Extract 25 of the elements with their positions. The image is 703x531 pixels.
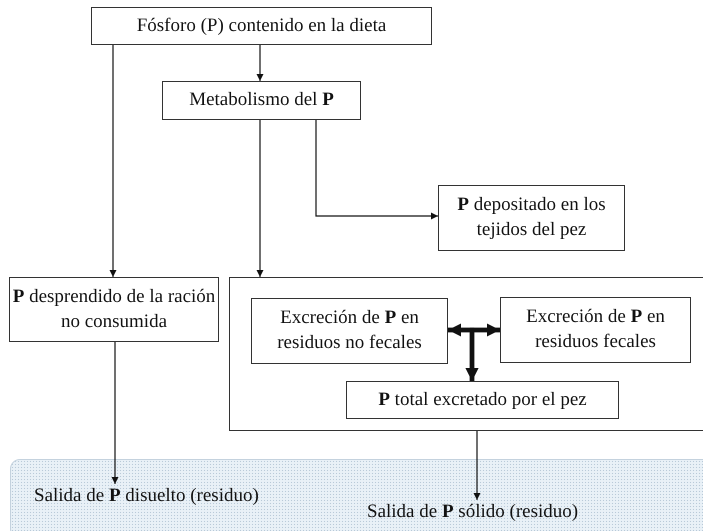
arrow [256,120,264,277]
process-box [438,185,625,251]
output-band [10,459,703,531]
arrow [110,45,116,277]
process-box [500,297,691,363]
arrow [474,431,480,500]
box-label: P total excretado por el pez [378,388,587,412]
box-label: P desprendido de la ración no consumida [12,284,216,334]
box-label: P depositado en los tejidos del pez [456,193,607,242]
arrow [466,328,500,381]
process-box [346,381,619,419]
arrow [256,45,264,81]
group-frame [229,277,703,431]
box-label: Excreción de P en residuos no fecales [276,306,423,355]
output-label: Salida de P disuelto (residuo) [34,484,259,509]
process-box [162,81,361,120]
process-box [9,277,219,342]
process-box [251,298,448,364]
box-label: Fósforo (P) contenido en la dieta [136,14,386,38]
box-label: Metabolismo del P [189,88,334,112]
arrow [315,120,438,220]
output-label: Salida de P sólido (residuo) [367,500,578,525]
process-box [91,7,432,45]
box-label: Excreción de P en residuos fecales [525,305,666,354]
arrow [112,342,118,484]
